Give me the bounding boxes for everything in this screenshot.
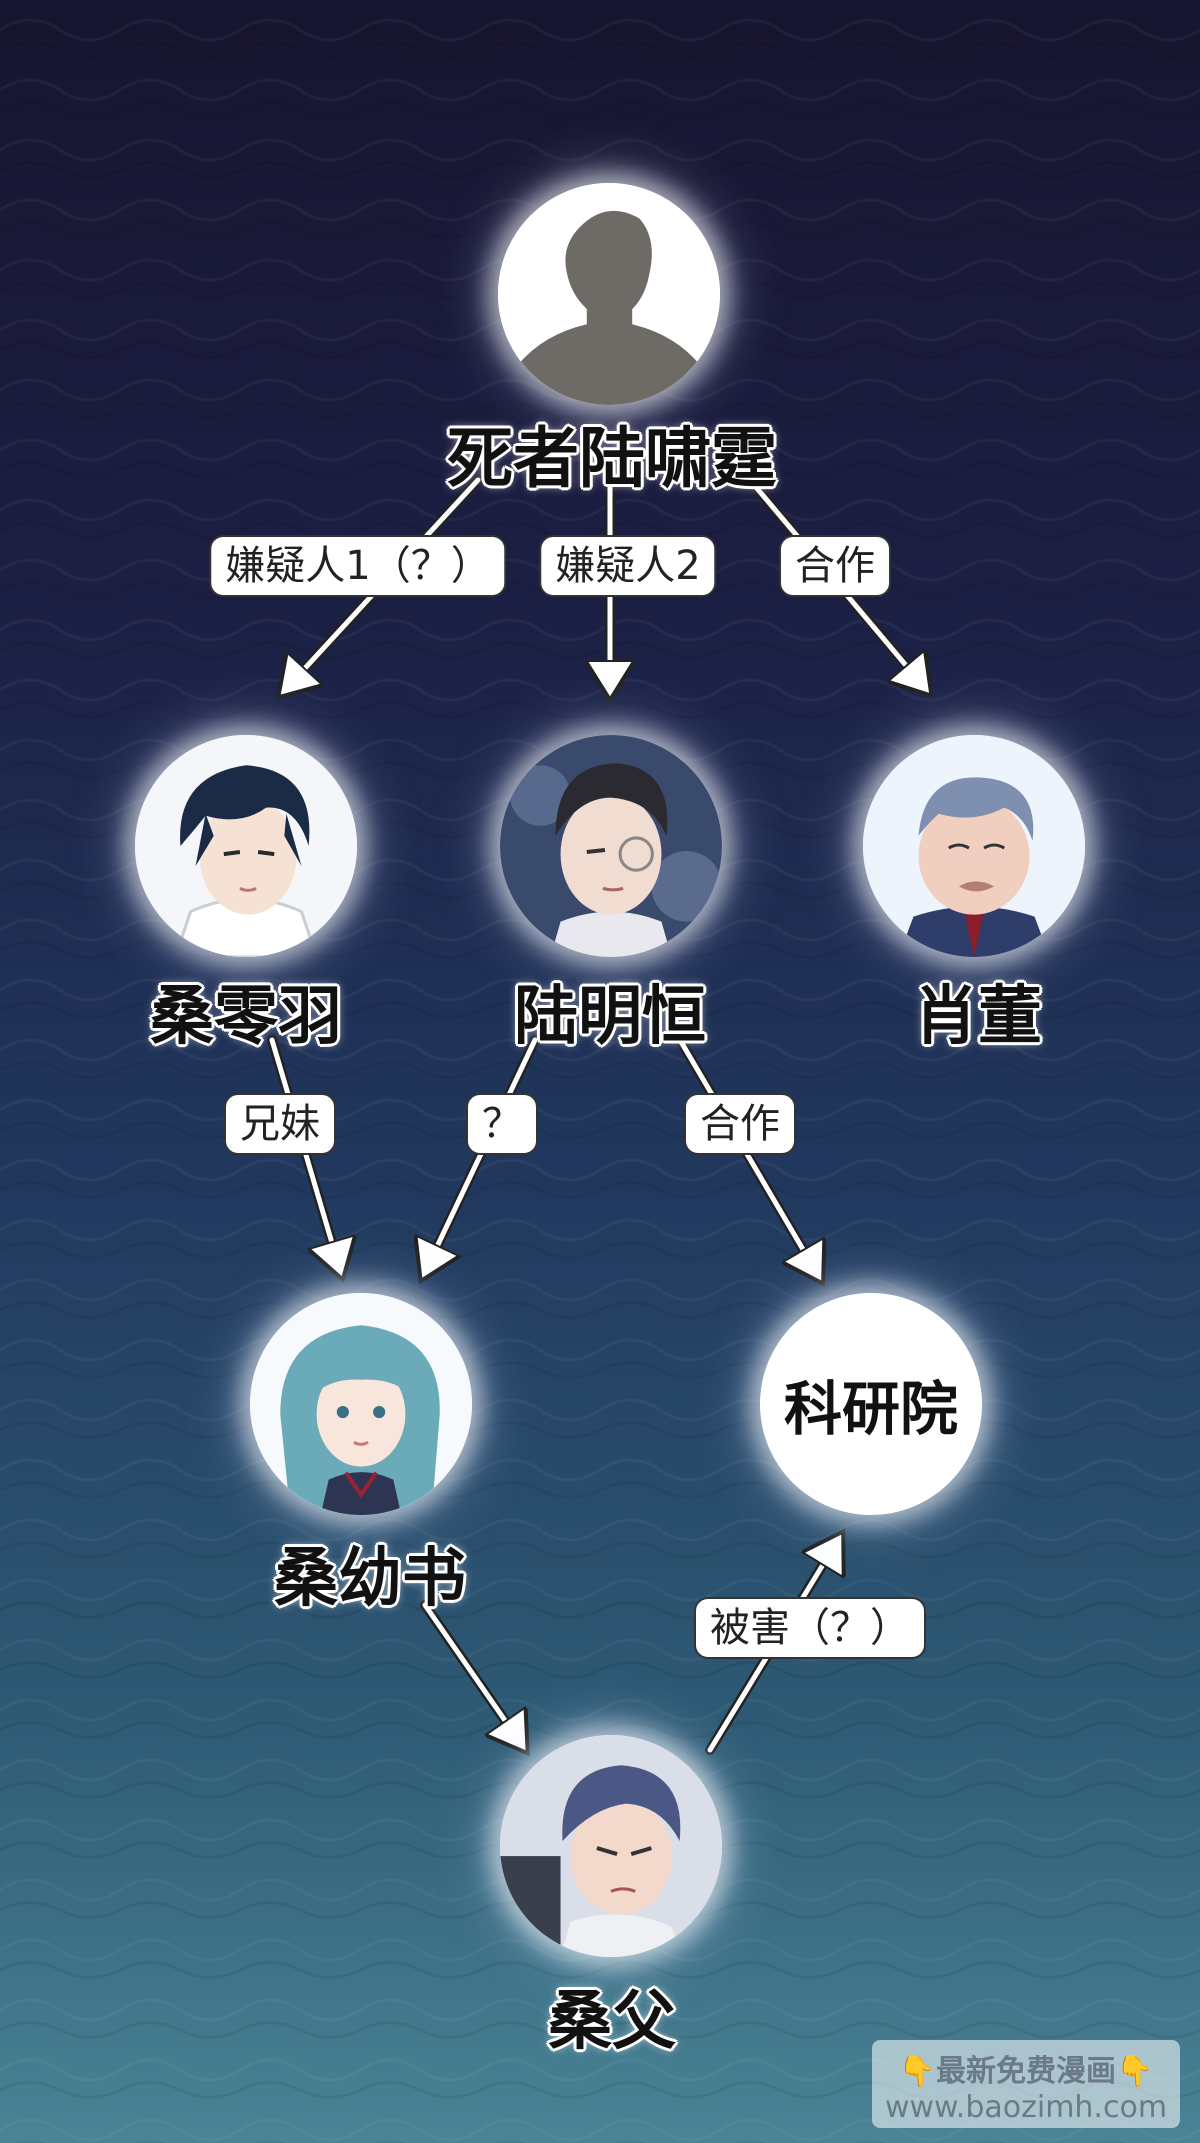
watermark-line1: 👇最新免费漫画👇 (898, 2054, 1154, 2089)
lu-mingheng-name: 陆明恒 (514, 980, 706, 1054)
relation-label-suspect-2: 嫌疑人2 (539, 535, 717, 597)
relation-label-cooperation-xiaodong: 合作 (779, 535, 891, 597)
institute-node: 科研院 (760, 1293, 982, 1515)
sang-father-name: 桑父 (548, 1985, 676, 2059)
relation-label-victim-maybe: 被害（？） (694, 1597, 926, 1659)
lu-mingheng-avatar (500, 735, 722, 957)
sang-lingyu-name: 桑零羽 (150, 980, 342, 1054)
relation-label-cooperation-institute: 合作 (684, 1093, 796, 1155)
silhouette-icon (498, 183, 720, 405)
watermark: 👇最新免费漫画👇 www.baozimh.com (872, 2040, 1180, 2128)
xiao-dong-name: 肖董 (914, 980, 1042, 1054)
portrait-blue-hair-man-icon (500, 1735, 722, 1957)
xiao-dong-avatar (863, 735, 1085, 957)
sang-youshu-name: 桑幼书 (274, 1542, 466, 1616)
relation-label-siblings: 兄妹 (224, 1093, 336, 1155)
sang-youshu-avatar (250, 1293, 472, 1515)
portrait-glasses-man-icon (500, 735, 722, 957)
victim-name: 死者陆啸霆 (447, 420, 777, 497)
sang-father-avatar (500, 1735, 722, 1957)
portrait-old-man-icon (863, 735, 1085, 957)
relation-label-unknown: ？ (466, 1093, 538, 1155)
watermark-line2: www.baozimh.com (884, 2090, 1168, 2125)
institute-name: 科研院 (783, 1375, 958, 1443)
portrait-teal-hair-girl-icon (250, 1293, 472, 1515)
sang-lingyu-avatar (135, 735, 357, 957)
victim-avatar (498, 183, 720, 405)
relation-label-suspect-1: 嫌疑人1（？） (209, 535, 507, 597)
portrait-dark-hair-man-icon (135, 735, 357, 957)
